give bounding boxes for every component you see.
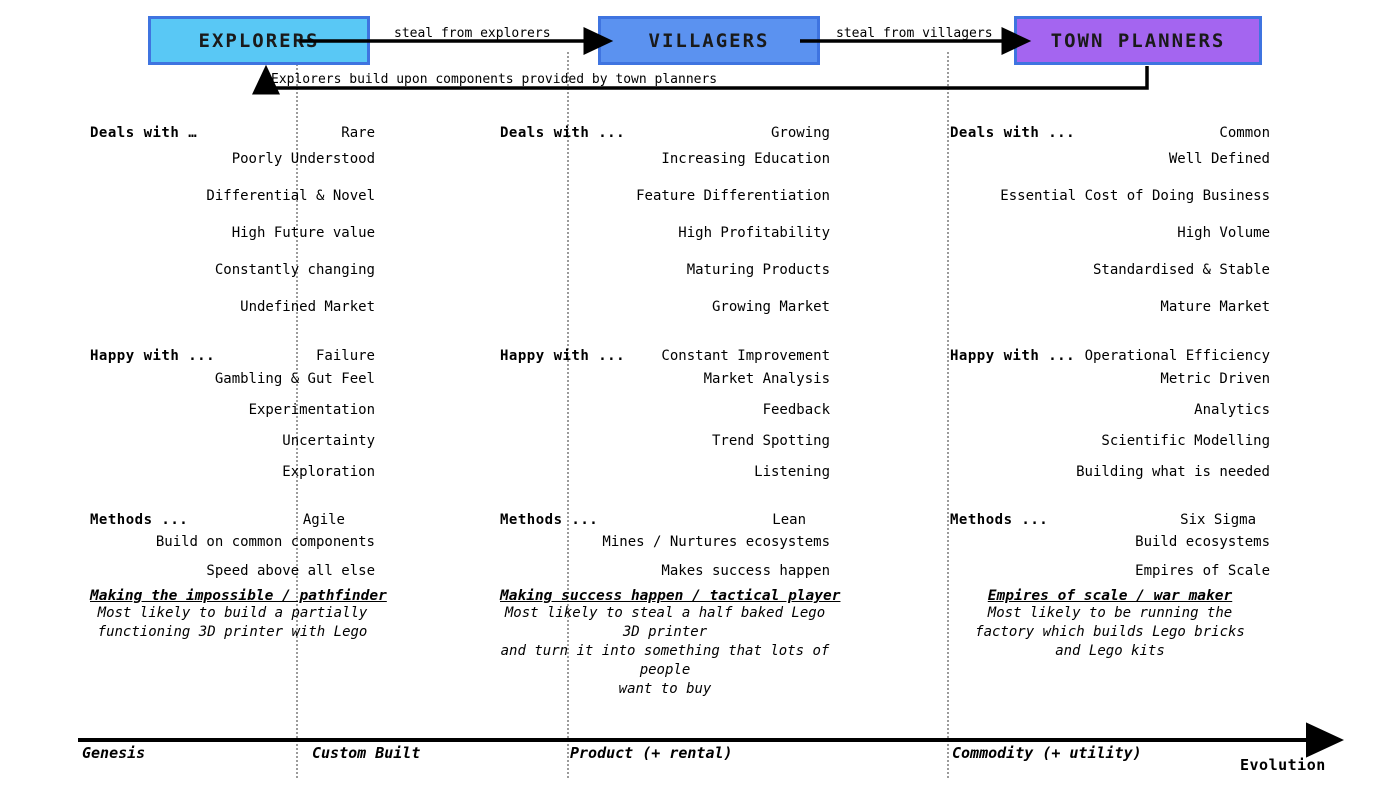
header-box-town-planners-label: TOWN PLANNERS — [1050, 29, 1226, 52]
list-item: Mature Market — [1160, 299, 1270, 315]
header-box-explorers-label: EXPLORERS — [198, 29, 320, 52]
list-item: Increasing Education — [661, 151, 830, 167]
list-item: Scientific Modelling — [1101, 433, 1270, 449]
list-item: Feature Differentiation — [636, 188, 830, 204]
header-box-villagers-label: VILLAGERS — [648, 29, 770, 52]
list-item: Build on common components — [155, 534, 375, 550]
list-item: Feedback — [762, 402, 830, 418]
group-happy-with-villagers: Happy with ... Constant Improvement Mark… — [500, 348, 830, 488]
blurb-town-planners: Most likely to be running the factory wh… — [975, 605, 1245, 659]
axis-stage-custom-built: Custom Built — [312, 744, 421, 762]
list-item: Speed above all else — [206, 563, 375, 579]
list-methods-town-planners: Build ecosystems Empires of Scale — [950, 528, 1270, 586]
evolution-divider-custom-product — [567, 52, 569, 778]
list-item: Experimentation — [248, 402, 375, 418]
list-happy-with-villagers: Market Analysis Feedback Trend Spotting … — [500, 364, 830, 488]
list-item: Constant Improvement — [661, 348, 830, 364]
group-title-happy-with: Happy with ... — [500, 348, 626, 364]
list-item: Trend Spotting — [711, 433, 830, 449]
group-deals-with-town-planners: Deals with ... Common Well Defined Essen… — [950, 125, 1270, 326]
list-happy-with-explorers: Gambling & Gut Feel Experimentation Unce… — [90, 364, 375, 488]
list-item: Common — [1219, 125, 1270, 141]
header-box-villagers[interactable]: VILLAGERS — [598, 16, 820, 65]
list-item: Agile — [302, 512, 345, 528]
list-item: Building what is needed — [1076, 464, 1270, 480]
list-item: Makes success happen — [661, 563, 830, 579]
axis-stage-commodity: Commodity (+ utility) — [952, 744, 1142, 762]
group-methods-explorers: Methods ... Agile Build on common compon… — [90, 512, 375, 586]
list-item: High Profitability — [678, 225, 830, 241]
list-deals-with-explorers: Poorly Understood Differential & Novel H… — [90, 141, 375, 326]
list-item: Build ecosystems — [1135, 534, 1270, 550]
list-item: Empires of Scale — [1135, 563, 1270, 579]
axis-stage-genesis: Genesis — [82, 744, 146, 762]
group-title-deals-with: Deals with … — [90, 125, 198, 141]
group-happy-with-explorers: Happy with ... Failure Gambling & Gut Fe… — [90, 348, 375, 488]
group-deals-with-explorers: Deals with … Rare Poorly Understood Diff… — [90, 125, 375, 326]
list-item: Rare — [341, 125, 375, 141]
archetype-villagers: Making success happen / tactical player — [500, 588, 841, 604]
group-title-methods: Methods ... — [500, 512, 599, 528]
archetype-town-planners: Empires of scale / war maker — [987, 588, 1233, 604]
list-deals-with-town-planners: Well Defined Essential Cost of Doing Bus… — [950, 141, 1270, 326]
group-deals-with-villagers: Deals with ... Growing Increasing Educat… — [500, 125, 830, 326]
list-item: Uncertainty — [282, 433, 375, 449]
blurb-explorers: Most likely to build a partially functio… — [97, 605, 368, 640]
archetype-explorers: Making the impossible / pathfinder — [90, 588, 387, 604]
axis-stage-product: Product (+ rental) — [570, 744, 733, 762]
blurb-villagers: Most likely to steal a half baked Lego 3… — [500, 605, 830, 697]
group-title-methods: Methods ... — [90, 512, 189, 528]
column-town-planners: Deals with ... Common Well Defined Essen… — [950, 125, 1270, 661]
list-item: Operational Efficiency — [1084, 348, 1270, 364]
list-item: Market Analysis — [703, 371, 830, 387]
list-methods-villagers: Mines / Nurtures ecosystems Makes succes… — [500, 528, 830, 586]
list-item: Lean — [772, 512, 806, 528]
list-item: Failure — [315, 348, 375, 364]
list-item: Exploration — [282, 464, 375, 480]
group-title-happy-with: Happy with ... — [90, 348, 216, 364]
group-title-happy-with: Happy with ... — [950, 348, 1076, 364]
list-item: Growing — [770, 125, 830, 141]
arrow-label-steal-from-villagers: steal from villagers — [836, 26, 993, 41]
list-item: High Future value — [231, 225, 375, 241]
list-happy-with-town-planners: Metric Driven Analytics Scientific Model… — [950, 364, 1270, 488]
list-item: Gambling & Gut Feel — [214, 371, 375, 387]
group-title-deals-with: Deals with ... — [500, 125, 626, 141]
list-item: Six Sigma — [1180, 512, 1256, 528]
group-title-methods: Methods ... — [950, 512, 1049, 528]
group-methods-town-planners: Methods ... Six Sigma Build ecosystems E… — [950, 512, 1270, 586]
list-item: Metric Driven — [1160, 371, 1270, 387]
list-methods-explorers: Build on common components Speed above a… — [90, 528, 375, 586]
column-explorers: Deals with … Rare Poorly Understood Diff… — [90, 125, 387, 642]
evolution-divider-product-commodity — [947, 52, 949, 778]
group-methods-villagers: Methods ... Lean Mines / Nurtures ecosys… — [500, 512, 830, 586]
list-item: High Volume — [1177, 225, 1270, 241]
list-item: Listening — [754, 464, 830, 480]
list-item: Analytics — [1194, 402, 1270, 418]
column-villagers: Deals with ... Growing Increasing Educat… — [500, 125, 841, 699]
group-title-deals-with: Deals with ... — [950, 125, 1076, 141]
arrow-label-feedback-loop: Explorers build upon components provided… — [271, 72, 718, 87]
evolution-axis: Genesis Custom Built Product (+ rental) … — [0, 744, 1400, 788]
evolution-divider-genesis-custom — [296, 52, 298, 778]
list-item: Mines / Nurtures ecosystems — [602, 534, 830, 550]
list-item: Growing Market — [711, 299, 830, 315]
list-item: Essential Cost of Doing Business — [1000, 188, 1270, 204]
list-item: Standardised & Stable — [1092, 262, 1270, 278]
list-item: Poorly Understood — [231, 151, 375, 167]
list-deals-with-villagers: Increasing Education Feature Differentia… — [500, 141, 830, 326]
header-box-town-planners[interactable]: TOWN PLANNERS — [1014, 16, 1262, 65]
axis-title-evolution: Evolution — [1240, 756, 1326, 774]
group-happy-with-town-planners: Happy with ... Operational Efficiency Me… — [950, 348, 1270, 488]
list-item: Constantly changing — [214, 262, 375, 278]
list-item: Well Defined — [1168, 151, 1270, 167]
list-item: Differential & Novel — [206, 188, 375, 204]
list-item: Undefined Market — [240, 299, 375, 315]
arrow-label-steal-from-explorers: steal from explorers — [394, 26, 551, 41]
list-item: Maturing Products — [686, 262, 830, 278]
header-box-explorers[interactable]: EXPLORERS — [148, 16, 370, 65]
